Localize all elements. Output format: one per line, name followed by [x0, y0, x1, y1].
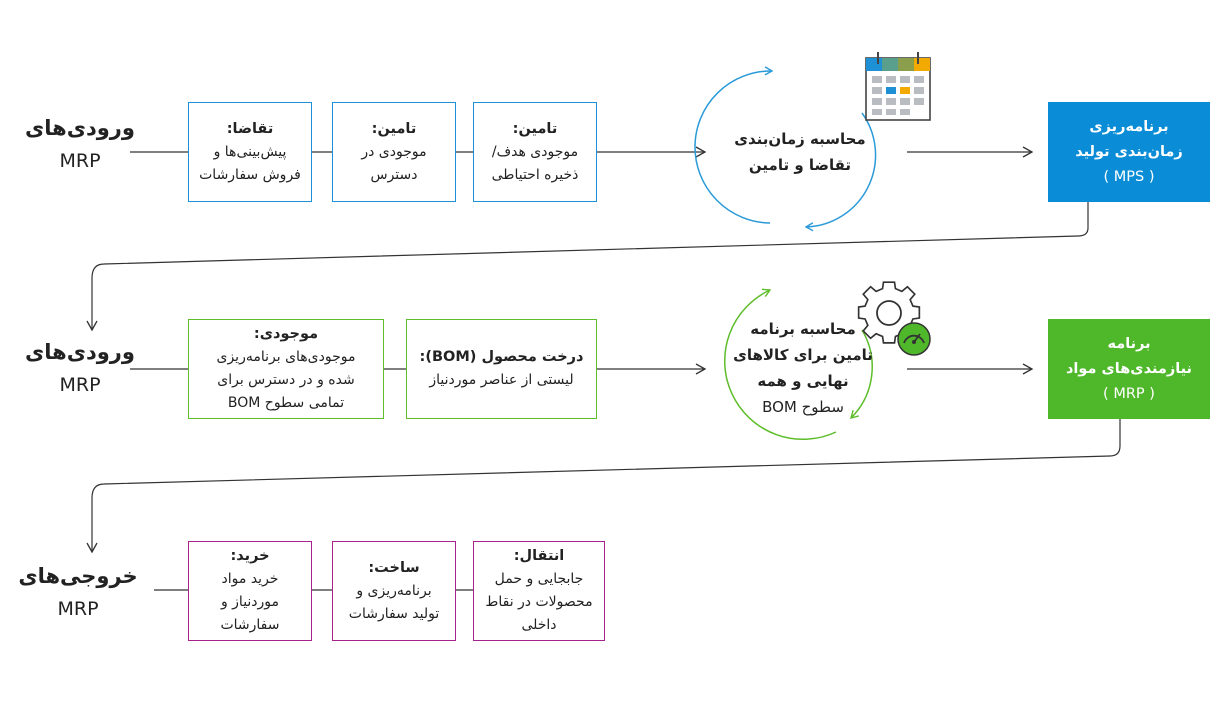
inventory-box: موجودی: موجودی‌های برنامه‌ریزی شده و در … — [188, 319, 384, 419]
purchase-box: خرید: خرید مواد موردنیاز و سفارشات — [188, 541, 312, 641]
gauge-icon — [897, 322, 931, 356]
box-line: موجودی در — [361, 143, 427, 160]
output-line: برنامه‌ریزی — [1089, 118, 1169, 135]
cycle-line: محاسبه زمان‌بندی — [734, 130, 866, 148]
box-line: دسترس — [370, 166, 418, 183]
supply-available-box: تامین: موجودی در دسترس — [332, 102, 456, 202]
row-label-sub: MRP — [57, 598, 99, 620]
box-line: موجودی‌های برنامه‌ریزی — [216, 349, 356, 365]
output-line: برنامه — [1107, 335, 1151, 352]
arrow-mrp-to-row3 — [86, 419, 1121, 554]
transfer-box: انتقال: جابجایی و حمل محصولات در نقاط دا… — [473, 541, 605, 641]
box-line: تمامی سطوح BOM — [227, 395, 345, 411]
box-line: داخلی — [521, 617, 557, 633]
cycle-arc-blue — [694, 66, 774, 224]
cycle-line: تقاضا و تامین — [748, 156, 852, 174]
row-label-sub: MRP — [59, 150, 101, 172]
row3-label: خروجی‌های MRP — [8, 562, 148, 622]
output-abbr: ( MPS ) — [1103, 168, 1155, 185]
box-line: لیستی از عناصر موردنیاز — [429, 372, 574, 388]
cycle1-text: محاسبه زمان‌بندی تقاضا و تامین — [720, 110, 880, 194]
box-title: انتقال: — [513, 548, 565, 564]
row1-label: ورودی‌های MRP — [10, 114, 150, 174]
output-line: زمان‌بندی تولید — [1075, 143, 1183, 160]
calendar-icon — [865, 52, 931, 121]
box-title: تامین: — [371, 120, 417, 137]
supply-safety-stock-box: تامین: موجودی هدف/ ذخیره احتیاطی — [473, 102, 597, 202]
mrp-output-box: برنامه نیازمندی‌های مواد ( MRP ) — [1048, 319, 1210, 419]
box-line: موردنیاز و — [220, 594, 280, 610]
box-line: پیش‌بینی‌ها و — [213, 143, 287, 160]
box-line: محصولات در نقاط — [485, 594, 593, 610]
row2-label: ورودی‌های MRP — [10, 338, 150, 398]
bom-box: درخت محصول (BOM): لیستی از عناصر موردنیا… — [406, 319, 597, 419]
row-label-title: ورودی‌های — [25, 340, 135, 364]
box-title: تقاضا: — [226, 120, 274, 137]
box-title: خرید: — [230, 548, 270, 564]
box-line: خرید مواد — [221, 571, 279, 587]
manufacture-box: ساخت: برنامه‌ریزی و تولید سفارشات — [332, 541, 456, 641]
row-label-title: ورودی‌های — [25, 116, 135, 140]
row-label-title: خروجی‌های — [18, 564, 138, 588]
box-title: ساخت: — [368, 559, 420, 576]
box-line: برنامه‌ریزی و — [356, 582, 432, 599]
cycle-line: تامین برای کالاهای — [733, 346, 873, 364]
box-line: تولید سفارشات — [348, 605, 440, 622]
cycle-line: سطوح BOM — [762, 398, 844, 416]
box-title: موجودی: — [253, 326, 319, 342]
cycle-line: نهایی و همه — [757, 372, 849, 390]
box-line: جابجایی و حمل — [494, 571, 584, 587]
box-line: موجودی هدف/ — [491, 143, 579, 160]
box-line: شده و در دسترس برای — [217, 372, 355, 388]
box-line: سفارشات — [220, 617, 280, 633]
cycle-arc-blue — [804, 112, 877, 232]
cycle-arc-green — [850, 329, 873, 419]
demand-box: تقاضا: پیش‌بینی‌ها و فروش سفارشات — [188, 102, 312, 202]
cycle-line: محاسبه برنامه — [750, 320, 856, 338]
box-line: ذخیره احتیاطی — [491, 166, 579, 183]
output-abbr: ( MRP ) — [1103, 385, 1155, 402]
box-title: تامین: — [512, 120, 558, 137]
output-line: نیازمندی‌های مواد — [1065, 360, 1193, 377]
cycle-arc-green — [723, 288, 837, 441]
mps-output-box: برنامه‌ریزی زمان‌بندی تولید ( MPS ) — [1048, 102, 1210, 202]
box-title: درخت محصول (BOM): — [419, 349, 584, 365]
arrow-mps-to-row2 — [86, 202, 1089, 332]
cycle2-text: محاسبه برنامه تامین برای کالاهای نهایی و… — [718, 315, 888, 421]
row-label-sub: MRP — [59, 374, 101, 396]
box-line: فروش سفارشات — [199, 166, 301, 183]
